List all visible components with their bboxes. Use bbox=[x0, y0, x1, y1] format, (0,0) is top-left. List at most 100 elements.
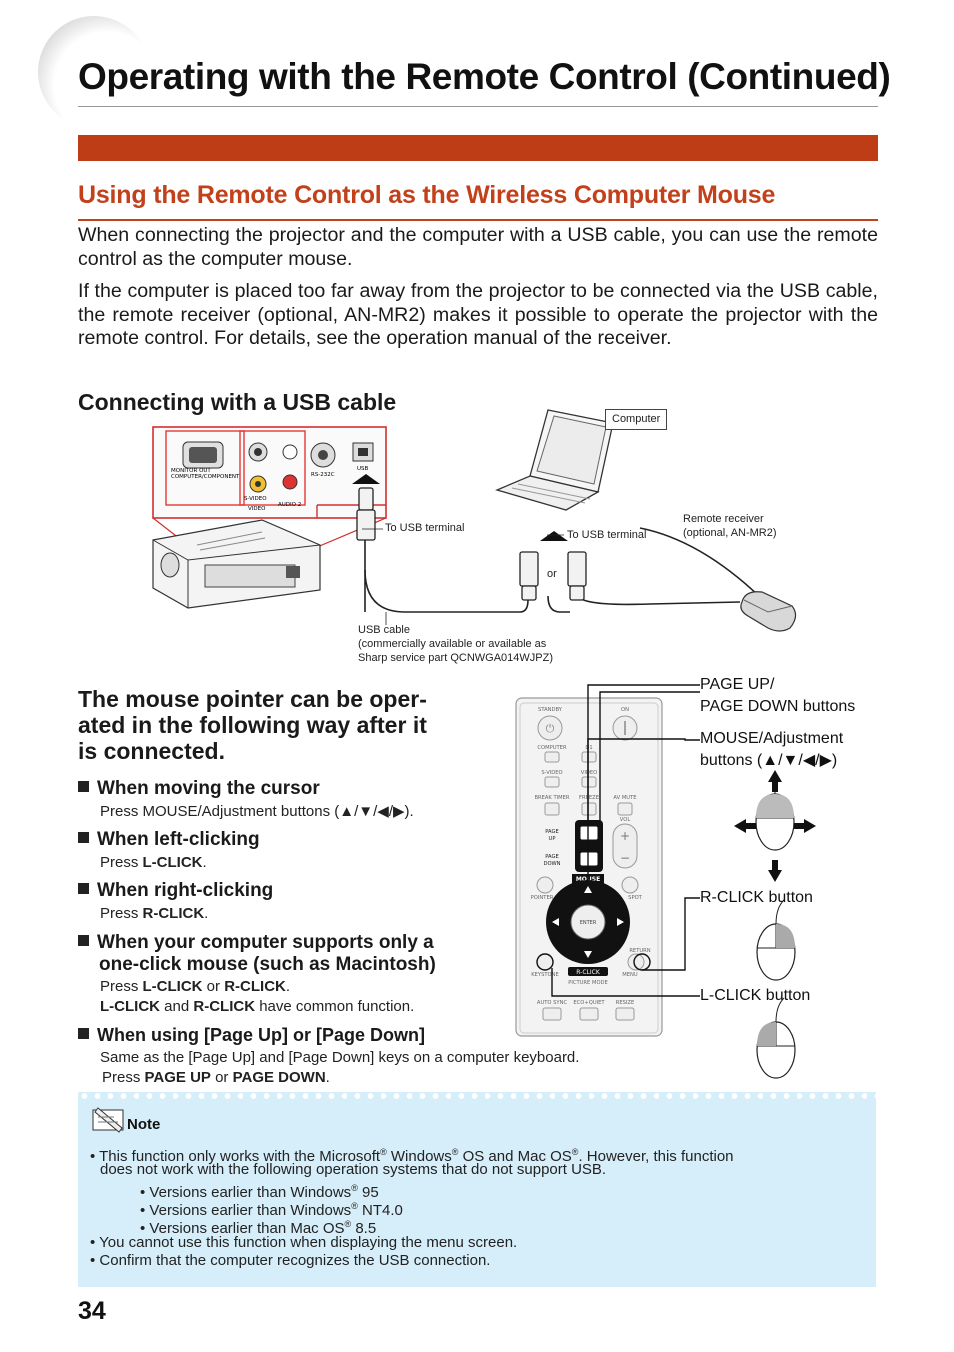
or-label: or bbox=[547, 568, 557, 580]
btn-label-r-click: R-CLICK bbox=[576, 969, 601, 976]
mouse-operation-heading: The mouse pointer can be oper- ated in t… bbox=[78, 686, 478, 764]
item-left-click-title: When left-clicking bbox=[78, 829, 260, 851]
note-dotted-border bbox=[78, 1092, 876, 1100]
note-box bbox=[78, 1092, 876, 1287]
item-moving-cursor-title: When moving the cursor bbox=[78, 778, 320, 800]
note-bullet-1-line-1: • This function only works with the Micr… bbox=[90, 1147, 734, 1165]
btn-label-page-up-2: UP bbox=[549, 836, 556, 842]
svg-text:⏻: ⏻ bbox=[546, 722, 555, 735]
intro-paragraph-2: If the computer is placed too far away f… bbox=[78, 280, 878, 349]
note-bullet-2: • You cannot use this function when disp… bbox=[90, 1234, 518, 1251]
btn-label-page-down-2: DOWN bbox=[543, 861, 560, 867]
btn-label-picture-mode: PICTURE MODE bbox=[568, 980, 608, 986]
usb-plug-right bbox=[567, 551, 587, 601]
item-one-click-desc-1: Press L-CLICK or R-CLICK. bbox=[100, 978, 291, 995]
remote-control-diagram: STANDBY ON ⏻ COMPUTER D1 S-VIDEO VIDEO B… bbox=[515, 684, 816, 1079]
computer-label: Computer bbox=[605, 409, 668, 430]
bullet-square bbox=[78, 781, 89, 792]
r-click-mouse-illustration bbox=[756, 899, 796, 981]
btn-label-menu: MENU bbox=[622, 972, 638, 978]
l-click-mouse-illustration bbox=[756, 997, 796, 1079]
intro-paragraph-1: When connecting the projector and the co… bbox=[78, 224, 878, 270]
callout-lines bbox=[536, 684, 700, 997]
receiver-label-1: Remote receiver bbox=[683, 513, 764, 525]
svg-text:+: + bbox=[620, 829, 630, 843]
enter-button bbox=[570, 904, 606, 940]
section-heading-rule bbox=[78, 219, 878, 221]
note-sub-bullet-2: • Versions earlier than Windows® NT4.0 bbox=[140, 1201, 403, 1219]
usb-plug-top bbox=[356, 487, 376, 541]
menu-button bbox=[627, 953, 645, 971]
btn-label-page-down-1: PAGE bbox=[545, 854, 559, 860]
panel-label-usb: USB bbox=[357, 466, 369, 472]
projector-illustration bbox=[152, 519, 321, 609]
btn-label-d1: D1 bbox=[585, 745, 592, 751]
btn-label-standby: STANDBY bbox=[538, 707, 563, 713]
mouse-buttons-label-2: buttons (▲/▼/◀/▶) bbox=[700, 752, 838, 769]
corner-mask bbox=[94, 60, 214, 140]
btn-label-pointer: POINTER bbox=[531, 895, 554, 901]
mouse-heading-line-2: ated in the following way after it bbox=[78, 712, 427, 738]
btn-label-computer: COMPUTER bbox=[537, 745, 567, 751]
btn-label-auto-sync: AUTO SYNC bbox=[537, 1000, 568, 1006]
title-rule bbox=[78, 106, 878, 107]
item-one-click-desc-2: L-CLICK and R-CLICK have common function… bbox=[100, 998, 415, 1015]
btn-label-keystone: KEYSTONE bbox=[531, 972, 559, 978]
receiver-label-2: (optional, AN-MR2) bbox=[683, 527, 777, 539]
bullet-square bbox=[78, 1028, 89, 1039]
note-bullet-3: • Confirm that the computer recognizes t… bbox=[90, 1252, 491, 1269]
arrow-up-computer bbox=[540, 531, 568, 541]
btn-label-eco-quiet: ECO+QUIET bbox=[573, 1000, 605, 1006]
l-click-button-label: L-CLICK button bbox=[700, 987, 811, 1004]
btn-label-return: RETURN bbox=[629, 948, 650, 954]
r-click-button-label: R-CLICK button bbox=[700, 889, 813, 906]
bullet-square bbox=[78, 832, 89, 843]
panel-label-svideo: S-VIDEO bbox=[244, 496, 267, 502]
laptop-illustration bbox=[495, 409, 614, 511]
to-usb-terminal-right-label: To USB terminal bbox=[567, 529, 647, 541]
item-page-up-down-title: When using [Page Up] or [Page Down] bbox=[78, 1025, 425, 1046]
note-sub-bullet-1: • Versions earlier than Windows® 95 bbox=[140, 1183, 379, 1201]
item-one-click-title: When your computer supports only a bbox=[78, 932, 434, 954]
btn-label-on: ON bbox=[621, 707, 629, 713]
item-right-click-title: When right-clicking bbox=[78, 880, 273, 902]
btn-label-page-up-1: PAGE bbox=[545, 829, 559, 835]
usb-connection-diagram: MONITOR OUT COMPUTER/COMPONENT S-VIDEO V… bbox=[152, 409, 797, 632]
cable-label-1: USB cable bbox=[358, 624, 410, 636]
svg-text:−: − bbox=[620, 851, 630, 865]
item-page-up-down-desc-1: Same as the [Page Up] and [Page Down] ke… bbox=[100, 1049, 580, 1066]
item-one-click-title-2: one-click mouse (such as Macintosh) bbox=[99, 954, 436, 975]
to-usb-terminal-left-label: To USB terminal bbox=[385, 522, 465, 534]
cable-label-2: (commercially available or available as bbox=[358, 638, 547, 650]
note-pencil-icon bbox=[92, 1107, 124, 1133]
note-sub-bullet-3: • Versions earlier than Mac OS® 8.5 bbox=[140, 1219, 377, 1237]
cable-label-3: Sharp service part QCNWGA014WJPZ) bbox=[358, 652, 553, 664]
page-buttons-label-2: PAGE DOWN buttons bbox=[700, 698, 856, 715]
btn-label-svideo: S-VIDEO bbox=[541, 770, 562, 776]
item-moving-cursor-desc: Press MOUSE/Adjustment buttons (▲/▼/◀/▶)… bbox=[100, 803, 414, 820]
btn-label-vol: VOL bbox=[620, 817, 631, 823]
item-right-click-desc: Press R-CLICK. bbox=[100, 905, 209, 922]
note-bullet-1-line-2: does not work with the following operati… bbox=[100, 1161, 607, 1178]
page-up-button bbox=[579, 825, 599, 841]
terminal-panel: MONITOR OUT COMPUTER/COMPONENT S-VIDEO V… bbox=[152, 426, 387, 554]
mouse-heading-line-1: The mouse pointer can be oper- bbox=[78, 686, 427, 712]
btn-label-break-timer: BREAK TIMER bbox=[534, 795, 569, 801]
section-bar bbox=[78, 135, 878, 161]
bullet-square bbox=[78, 883, 89, 894]
panel-label-computer: COMPUTER/COMPONENT bbox=[171, 474, 240, 480]
btn-label-video: VIDEO bbox=[581, 770, 597, 776]
btn-label-freeze: FREEZE bbox=[579, 795, 599, 801]
page-buttons-label-1: PAGE UP/ bbox=[700, 676, 775, 693]
section-heading: Using the Remote Control as the Wireless… bbox=[78, 181, 776, 209]
remote-receiver-illustration bbox=[740, 591, 797, 632]
panel-label-video: VIDEO bbox=[248, 506, 266, 512]
item-page-up-down-desc-2: Press PAGE UP or PAGE DOWN. bbox=[102, 1069, 330, 1086]
panel-label-rs232c: RS-232C bbox=[311, 472, 335, 478]
page-number: 34 bbox=[78, 1297, 106, 1325]
page-title: Operating with the Remote Control (Conti… bbox=[78, 56, 891, 97]
mouse-direction-illustration bbox=[734, 770, 816, 882]
btn-label-av-mute: AV MUTE bbox=[613, 795, 636, 801]
arrow-up-projector bbox=[352, 474, 380, 484]
page-down-button bbox=[579, 851, 599, 867]
